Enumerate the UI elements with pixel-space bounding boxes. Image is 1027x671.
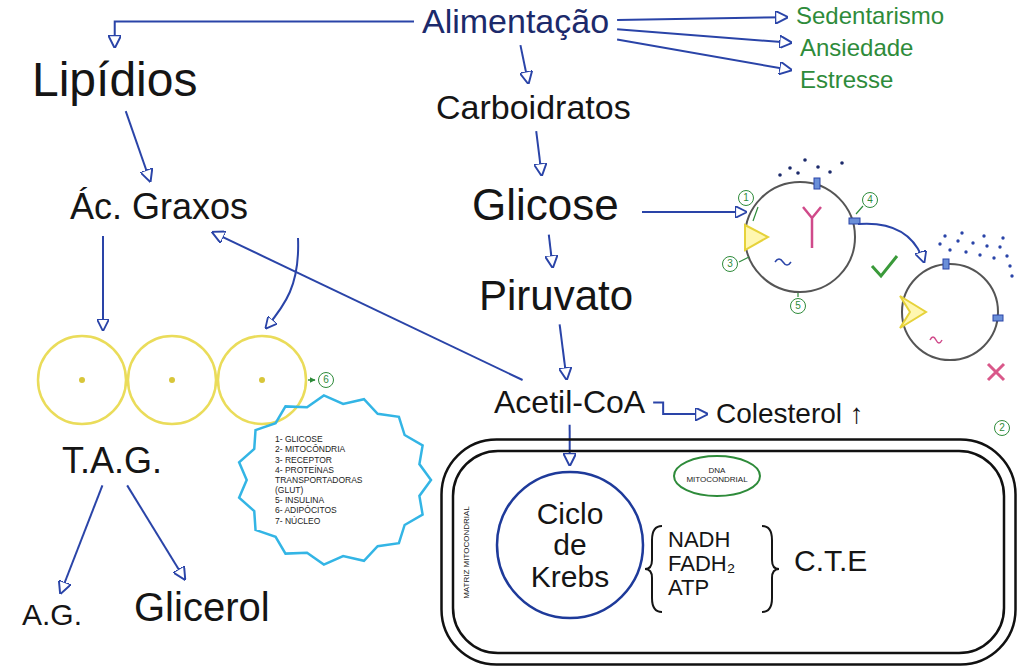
node-text: Ác. Graxos <box>70 186 248 227</box>
mitochondrion: MATRIZ MITOCONDRIAL Ciclo de Krebs DNA MIT… <box>440 438 1017 666</box>
nutrient-class: Lipídios <box>28 52 201 107</box>
node-text: Sedentarismo <box>796 2 944 30</box>
callout-number: 2 <box>994 420 1010 436</box>
flow-arrow <box>266 238 298 328</box>
flow-arrow <box>102 236 104 330</box>
flow-arrow <box>127 485 184 579</box>
callout-number: 6 <box>318 372 334 388</box>
callout-number: 1 <box>738 190 754 206</box>
flow-arrow <box>126 111 150 181</box>
metabolite: Piruvato <box>475 272 637 320</box>
node-text: 5- INSULINA <box>275 495 393 505</box>
energy-carriers: NADH FADH₂ ATP <box>668 528 748 601</box>
metabolite: Acetil-CoA <box>490 384 649 421</box>
flow-arrow <box>569 425 571 465</box>
node-text: Lipídios <box>32 52 197 107</box>
metabolite: Glicerol <box>130 584 274 630</box>
metabolite: Colesterol ↑ <box>712 398 868 430</box>
resistant-cell <box>900 231 1014 360</box>
check-mark <box>872 256 897 276</box>
nutrient-class: Carboidratos <box>432 88 635 127</box>
node-text: Carboidratos <box>436 88 631 127</box>
flow-arrow <box>617 39 791 70</box>
flow-arrow <box>617 17 787 20</box>
metabolite: Ác. Graxos <box>66 186 252 227</box>
flow-arrow <box>115 22 414 47</box>
cross-mark <box>988 364 1004 380</box>
node-text: Glicose <box>472 180 619 231</box>
flow-arrow <box>549 235 553 267</box>
node-text: T.A.G. <box>62 440 162 481</box>
node-text: Ciclo de Krebs <box>520 498 620 593</box>
node-text: 7- NÚCLEO <box>275 516 393 526</box>
flow-arrow <box>858 224 924 262</box>
metabolite: T.A.G. <box>58 440 166 481</box>
metabolite: Glicose <box>468 180 623 231</box>
flow-arrow <box>213 232 523 380</box>
node-text: 2- MITOCÔNDRIA <box>275 444 393 454</box>
node-text: Ansiedade <box>800 34 913 62</box>
node-text: 3- RECEPTOR <box>275 455 393 465</box>
node-text: 6- ADIPÓCITOS <box>275 505 393 515</box>
node-text: A.G. <box>22 598 82 633</box>
callout-number: 5 <box>790 298 806 314</box>
brace <box>762 526 779 612</box>
risk-factor: Sedentarismo <box>792 2 948 30</box>
source-term: Alimentação <box>418 2 613 41</box>
node-text: Alimentação <box>422 2 609 41</box>
flow-arrow <box>617 29 791 42</box>
brace <box>645 526 662 612</box>
node-text: DNA MITOCONDRIAL <box>679 467 755 485</box>
node-text: 1- GLICOSE <box>275 434 393 444</box>
leader-line <box>308 379 315 381</box>
node-text: MATRIZ MITOCONDRIAL <box>462 506 471 599</box>
node-text: Glicerol <box>134 584 270 630</box>
flow-arrow <box>61 485 103 593</box>
node-text: NADH FADH₂ ATP <box>668 528 748 601</box>
risk-factor: Estresse <box>796 66 897 94</box>
transport-chain: C.T.E <box>790 544 871 579</box>
callout-number: 3 <box>722 256 738 272</box>
metabolite: A.G. <box>18 598 86 633</box>
mito-dna: DNA MITOCONDRIAL <box>672 454 762 498</box>
callout-number: 4 <box>862 192 878 208</box>
node-text: Colesterol ↑ <box>716 398 864 430</box>
adipocyte-cells <box>38 336 306 424</box>
node-text: Acetil-CoA <box>494 384 645 421</box>
krebs-cycle: Ciclo de Krebs <box>495 470 645 620</box>
flow-arrow <box>520 45 528 83</box>
node-text: Piruvato <box>479 272 633 320</box>
flow-arrow <box>642 211 746 213</box>
healthy-cell <box>739 158 863 297</box>
node-text: C.T.E <box>794 544 867 579</box>
node-text: Estresse <box>800 66 893 94</box>
risk-factor: Ansiedade <box>796 34 917 62</box>
flow-arrow <box>536 131 541 175</box>
flow-arrow <box>653 402 707 414</box>
node-text: 4- PROTEÍNAS TRANSPORTADORAS (GLUT) <box>275 465 393 496</box>
legend-cloud: 1- GLICOSE2- MITOCÔNDRIA3- RECEPTOR4- PR… <box>234 392 434 568</box>
flow-arrow <box>560 324 567 379</box>
